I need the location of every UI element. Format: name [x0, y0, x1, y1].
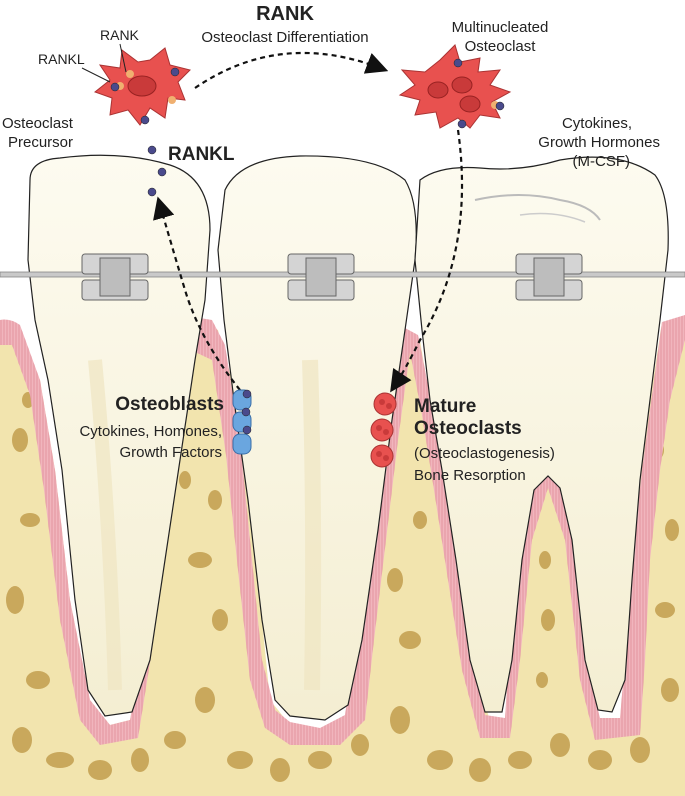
mature-sub-line1: (Osteoclastogenesis) — [414, 445, 555, 462]
mature-osteoclasts-line1: Mature — [414, 396, 476, 417]
cytokines-label-line2: Growth Hormones — [538, 134, 660, 151]
rank-leader-line — [119, 43, 127, 73]
osteoclast-precursor-cell — [93, 47, 191, 126]
rank-small-label: RANK — [100, 27, 140, 43]
rankl-big-label: RANKL — [168, 144, 235, 165]
arrow-precursor-to-multinucleated — [194, 51, 389, 89]
tooth-right — [414, 156, 669, 713]
precursor-label-line1: Osteoclast — [2, 115, 74, 132]
multinucleated-osteoclast-cell — [398, 44, 512, 129]
multinucleated-label-line1: Multinucleated — [452, 19, 549, 36]
osteoblast-cells — [232, 389, 252, 455]
precursor-label-line2: Precursor — [8, 134, 73, 151]
bracket-right — [515, 253, 583, 301]
tooth-left — [27, 154, 211, 717]
tooth-middle — [217, 155, 417, 721]
rankl-small-label: RANKL — [38, 51, 85, 67]
rankl-molecules — [147, 145, 167, 197]
mature-osteoclast-cells — [370, 392, 397, 468]
osteoblasts-label: Osteoblasts — [115, 394, 224, 415]
bracket-middle — [287, 253, 355, 301]
osteoclast-differentiation-label: Osteoclast Differentiation — [201, 29, 368, 46]
osteoblasts-sub-line2: Growth Factors — [119, 444, 222, 461]
mature-osteoclasts-line2: Osteoclasts — [414, 418, 522, 439]
multinucleated-label-line2: Osteoclast — [465, 38, 537, 55]
rank-title: RANK — [256, 3, 314, 25]
bracket-left — [81, 253, 149, 301]
osteoblasts-sub-line1: Cytokines, Homones, — [79, 423, 222, 440]
rankl-leader-line — [81, 67, 111, 83]
mature-sub-line2: Bone Resorption — [414, 467, 526, 484]
arrow-osteoclast-to-mature — [390, 129, 464, 393]
cytokines-label-line1: Cytokines, — [562, 115, 632, 132]
cytokines-label-line3: (M-CSF) — [573, 153, 630, 170]
